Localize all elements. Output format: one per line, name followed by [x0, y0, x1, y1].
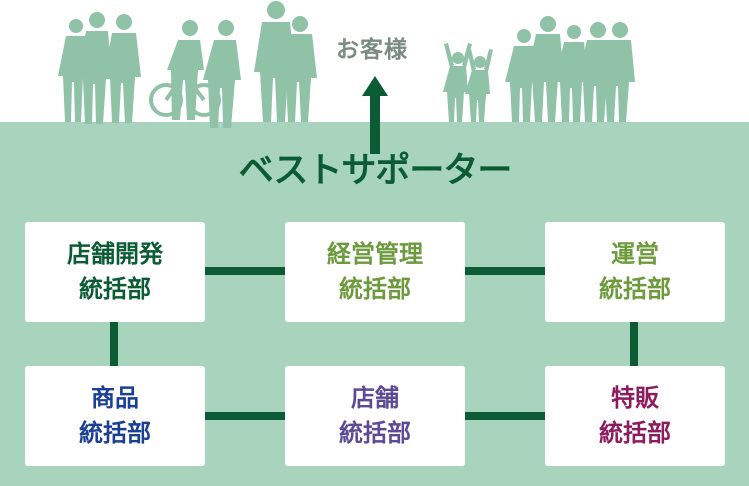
department-suffix: 統括部 — [599, 419, 671, 447]
connector-line — [630, 321, 638, 367]
connector-line — [465, 412, 545, 420]
department-box-operations: 運営 統括部 — [545, 222, 725, 322]
up-arrow-icon — [362, 76, 388, 154]
connector-line — [110, 321, 118, 367]
support-title: ベストサポーター — [238, 151, 513, 191]
department-box-store-development: 店舗開発 統括部 — [25, 222, 205, 322]
department-box-special-sales: 特販 統括部 — [545, 366, 725, 466]
department-suffix: 統括部 — [79, 275, 151, 303]
department-name: 商品 — [91, 384, 139, 412]
department-name: 店舗 — [351, 384, 399, 412]
department-name: 特販 — [611, 384, 659, 412]
connector-line — [205, 412, 285, 420]
department-suffix: 統括部 — [339, 275, 411, 303]
department-box-merchandise: 商品 統括部 — [25, 366, 205, 466]
department-name: 運営 — [611, 240, 659, 268]
department-name: 経営管理 — [327, 240, 423, 268]
department-box-stores: 店舗 統括部 — [285, 366, 465, 466]
department-name: 店舗開発 — [67, 240, 163, 268]
customer-label: お客様 — [336, 37, 408, 63]
department-box-management: 経営管理 統括部 — [285, 222, 465, 322]
customers-silhouette-illustration — [58, 1, 635, 128]
connector-line — [205, 267, 285, 275]
connector-line — [465, 267, 545, 275]
department-suffix: 統括部 — [79, 419, 151, 447]
department-suffix: 統括部 — [599, 275, 671, 303]
department-suffix: 統括部 — [339, 419, 411, 447]
